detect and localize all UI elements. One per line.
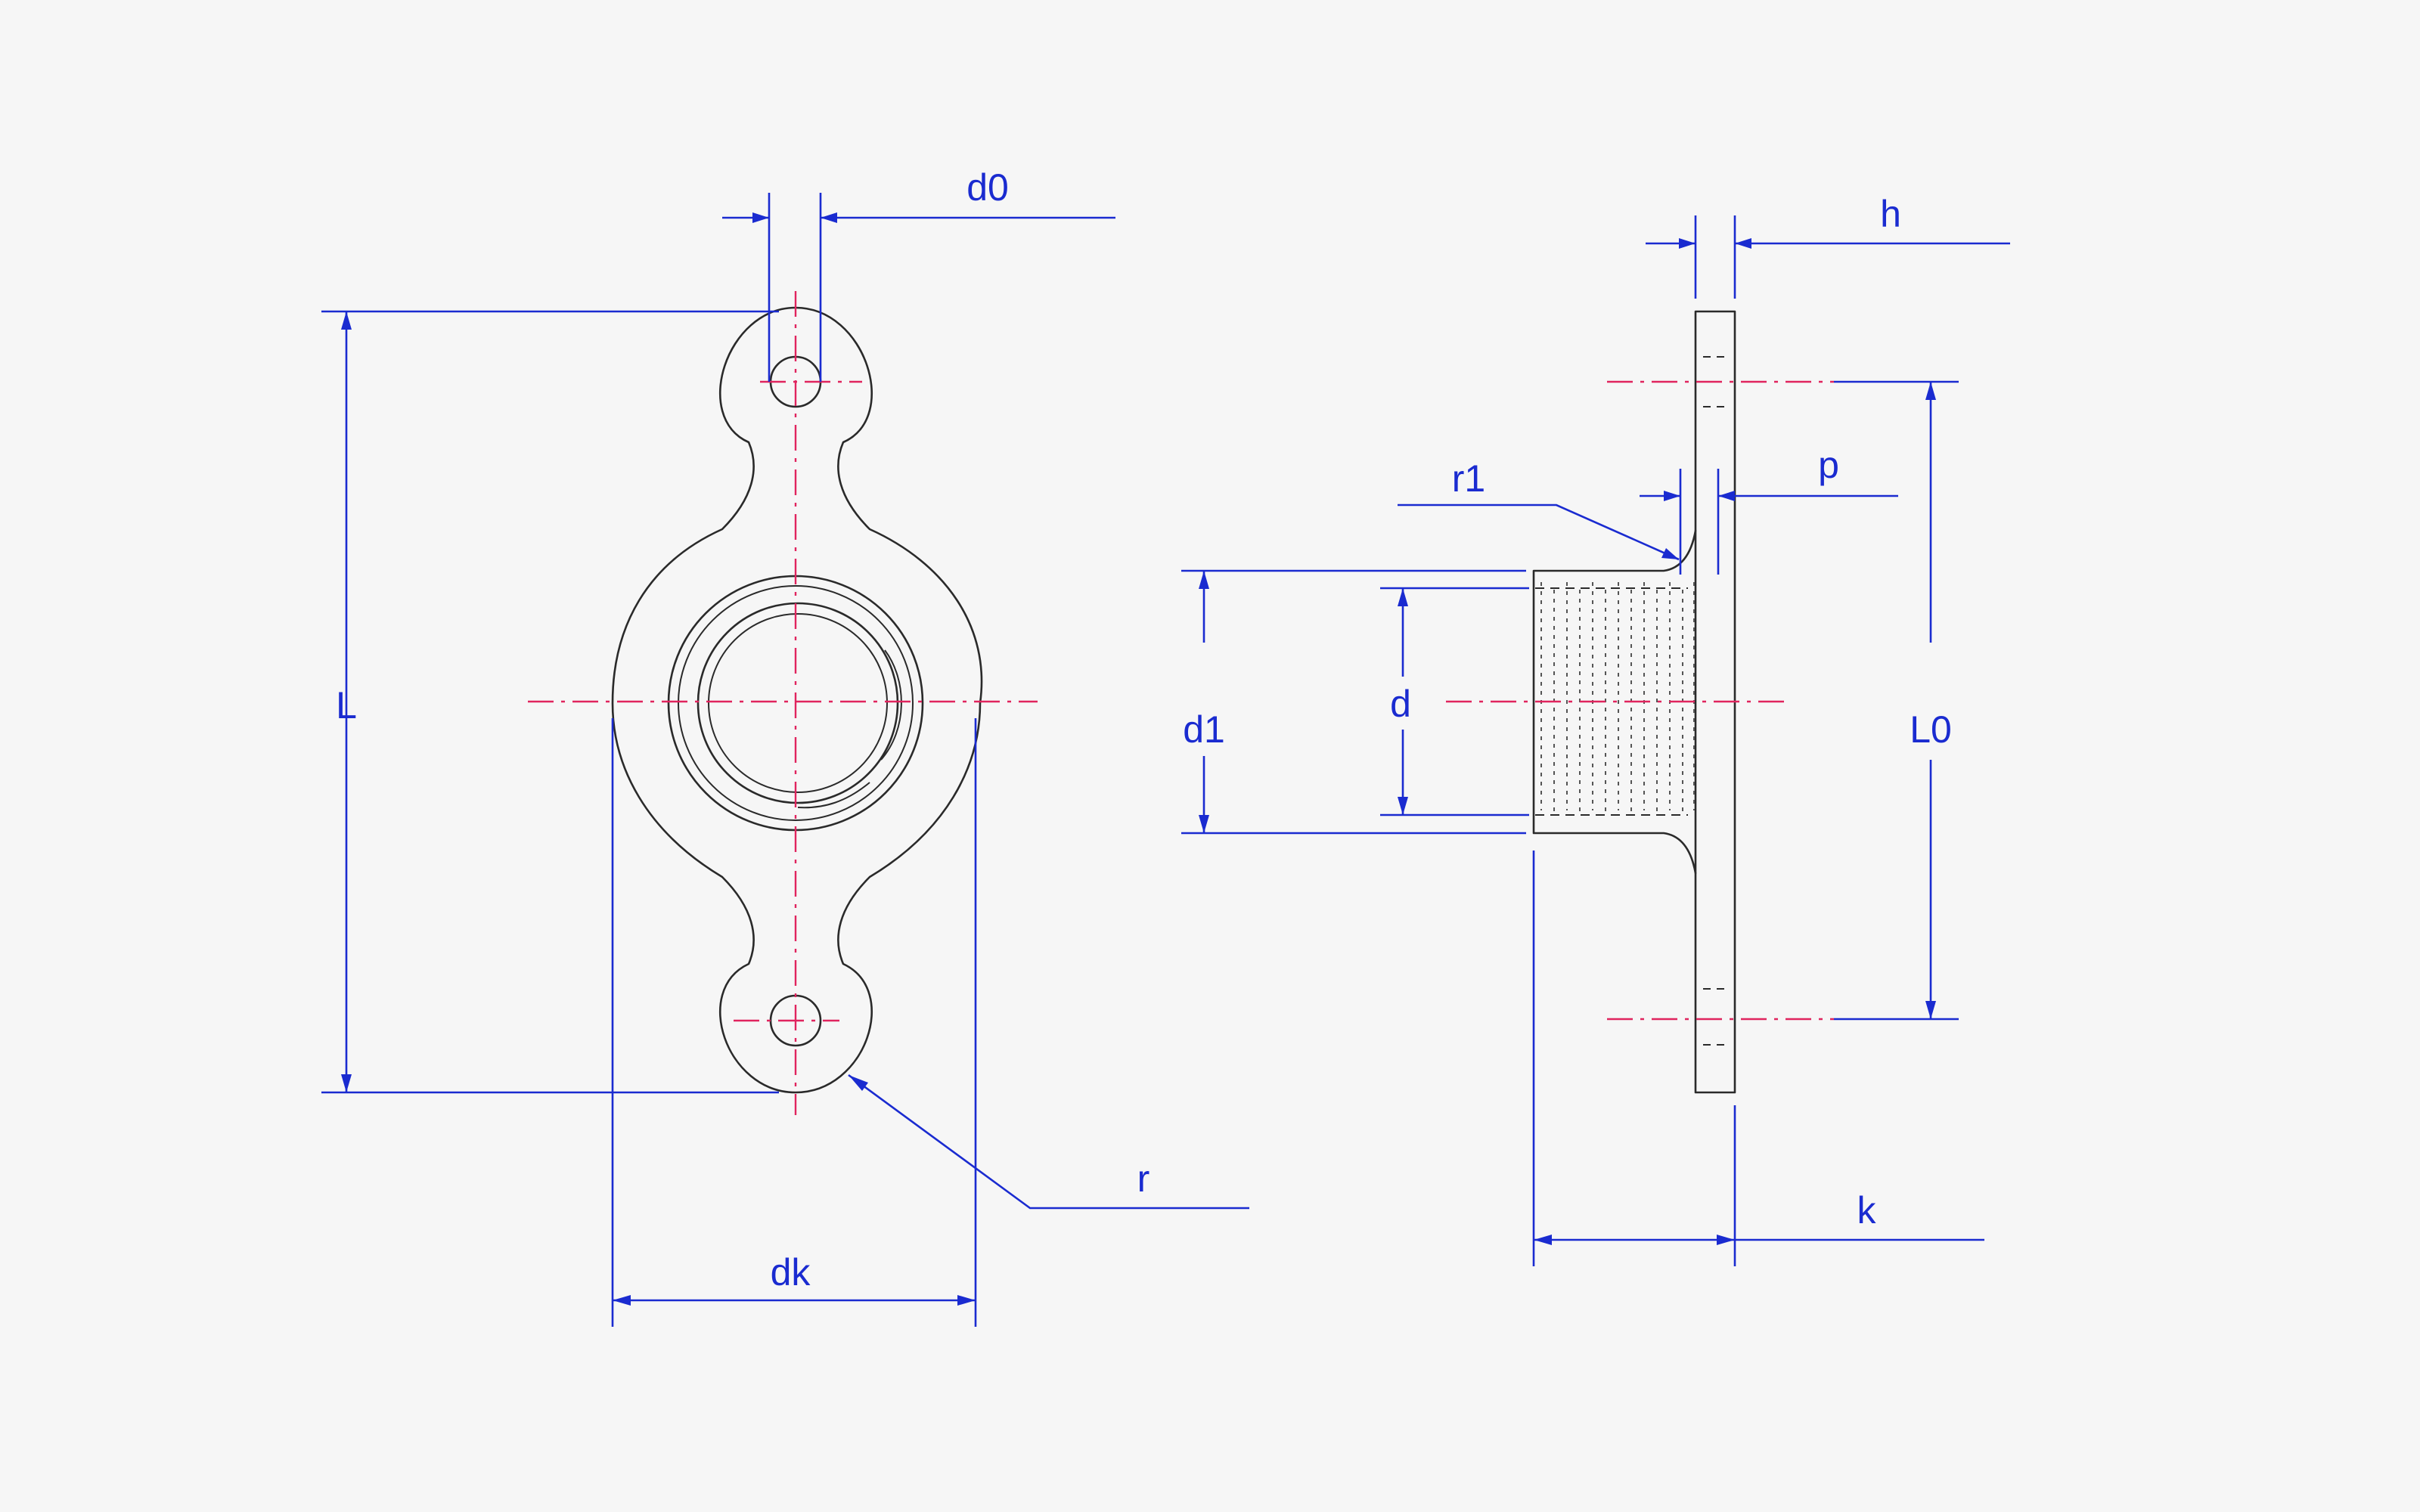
dimension-L: L: [321, 310, 779, 1094]
label-dk: dk: [771, 1251, 811, 1294]
thread-major-circle: [697, 602, 899, 804]
dimension-r1: r1: [1398, 457, 1680, 561]
hidden-hole-lines: [1703, 356, 1727, 1046]
dimension-d1: d1: [1181, 569, 1526, 835]
dimension-p: p: [1640, 444, 1898, 575]
label-r: r: [1137, 1157, 1150, 1200]
label-h: h: [1880, 193, 1901, 235]
label-r1: r1: [1452, 457, 1485, 500]
flange-outline: [611, 306, 983, 1094]
label-d1: d1: [1183, 708, 1225, 751]
dimension-dk: dk: [611, 718, 977, 1327]
label-d: d: [1390, 683, 1411, 725]
side-view: h r1 p d1: [1181, 193, 2010, 1266]
dimension-d0: d0: [722, 166, 1115, 382]
label-k: k: [1857, 1189, 1877, 1232]
barrel-inner-circle: [678, 585, 914, 821]
dimension-d: d: [1380, 587, 1529, 816]
label-L: L: [336, 684, 357, 727]
front-view: d0 L r dk: [321, 166, 1249, 1327]
dimension-r: r: [848, 1074, 1249, 1210]
barrel-profile: [1532, 529, 1697, 875]
thread-start-arc: [880, 649, 902, 761]
label-p: p: [1818, 444, 1839, 486]
dimension-k: k: [1532, 850, 1984, 1266]
thread-hatching: [1540, 582, 1695, 813]
label-L0: L0: [1910, 708, 1952, 751]
thread-minor-circle: [708, 613, 888, 793]
dimension-L0: L0: [1834, 380, 1959, 1021]
thread-end-arc: [797, 782, 870, 809]
label-d0: d0: [966, 166, 1009, 209]
dimension-h: h: [1646, 193, 2010, 299]
